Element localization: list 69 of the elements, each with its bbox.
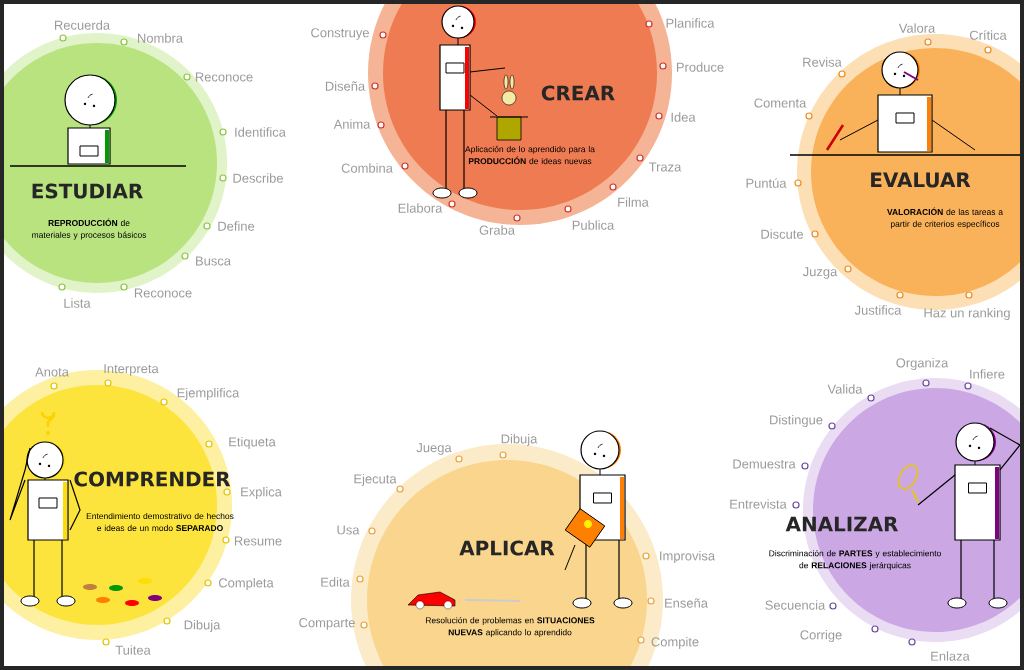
- verb-label: Planifica: [666, 18, 715, 28]
- verb-label: Ejemplifica: [177, 387, 240, 401]
- verb-label: Valora: [898, 23, 936, 33]
- verb-label: Combina: [341, 163, 393, 173]
- verb-label: Anota: [35, 367, 69, 377]
- verb-label: Define: [218, 221, 255, 231]
- verb-label: Identifica: [235, 127, 286, 137]
- verb-label: Anima: [333, 119, 371, 129]
- stage-title: APLICAR: [459, 540, 555, 556]
- stage-title: ANALIZAR: [785, 516, 898, 532]
- verb-label: Valida: [827, 384, 863, 394]
- verb-label: Recuerda: [55, 20, 111, 30]
- verb-label: Enseña: [665, 598, 708, 608]
- stage-description: Discriminación de PARTES y establecimiento de RELACIONES jerárquicas: [769, 550, 941, 570]
- verb-label: Entrevista: [730, 499, 787, 509]
- verb-label: Describe: [233, 173, 283, 183]
- verb-label: Comparte: [299, 618, 355, 630]
- verb-label: Discute: [761, 229, 803, 239]
- verb-label: Reconoce: [195, 72, 253, 82]
- verb-label: Haz un ranking: [924, 307, 1010, 321]
- stage-description: Aplicación de lo aprendido para la PRODUCCIÓN de ideas nuevas: [465, 145, 595, 165]
- verb-label: Puntúa: [746, 178, 787, 188]
- verb-label: Juzga: [802, 267, 838, 279]
- stage-description: Entendimiento demostrativo de hechos e ideas de un modo SEPARADO: [86, 512, 234, 532]
- stage-description: REPRODUCCIÓN de materiales y procesos básicos: [32, 218, 147, 240]
- verb-label: Explica: [241, 486, 282, 500]
- verb-label: Juega: [416, 443, 452, 455]
- verb-label: Revisa: [803, 57, 842, 67]
- verb-label: Edita: [321, 577, 350, 587]
- verb-label: Interpreta: [104, 364, 159, 376]
- verb-label: Compite: [651, 636, 699, 650]
- verb-label: Publica: [572, 220, 615, 230]
- verb-label: Organiza: [896, 357, 949, 371]
- stage-title: ESTUDIAR: [32, 183, 143, 199]
- stage-description: Resolución de problemas en SITUACIONES NUEVAS aplicando lo aprendido: [426, 617, 595, 637]
- verb-label: Traza: [649, 162, 682, 172]
- verb-label: Dibuja: [184, 619, 221, 633]
- verb-label: Dibuja: [501, 433, 538, 447]
- verb-label: Lista: [64, 298, 91, 308]
- verb-label: Enlaza: [931, 651, 970, 661]
- verb-label: Elabora: [398, 203, 443, 213]
- stage-description: VALORACIÓN de las tareas a partir de criterios específicos: [887, 207, 1003, 229]
- verb-label: Idea: [671, 112, 696, 122]
- verb-label: Improvisa: [660, 550, 716, 564]
- verb-label: Crítica: [969, 30, 1007, 40]
- verb-label: Infiere: [970, 369, 1005, 379]
- verb-label: Construye: [311, 28, 369, 40]
- verb-label: Tuitea: [115, 645, 151, 655]
- verb-label: Comenta: [754, 98, 807, 108]
- stage-title: COMPRENDER: [74, 471, 231, 487]
- verb-label: Completa: [218, 577, 274, 591]
- verb-label: Justifica: [854, 305, 902, 315]
- verb-label: Demuestra: [733, 459, 796, 469]
- verb-label: Secuencia: [765, 600, 826, 610]
- verb-label: Distingue: [770, 414, 823, 428]
- verb-label: Usa: [337, 525, 360, 535]
- verb-label: Etiqueta: [229, 436, 276, 450]
- verb-label: Ejecuta: [354, 473, 397, 487]
- verb-label: Produce: [676, 62, 724, 72]
- verb-label: Graba: [479, 225, 515, 235]
- verb-label: Resume: [234, 536, 282, 546]
- verb-label: Corrige: [800, 629, 842, 643]
- stage-title: EVALUAR: [871, 172, 971, 188]
- verb-label: Filma: [618, 197, 649, 207]
- verb-label: Nombra: [138, 33, 184, 43]
- verb-label: Busca: [196, 256, 231, 266]
- verb-label: Reconoce: [134, 288, 192, 298]
- stage-title: CREAR: [541, 85, 615, 101]
- verb-label: Diseña: [325, 81, 366, 91]
